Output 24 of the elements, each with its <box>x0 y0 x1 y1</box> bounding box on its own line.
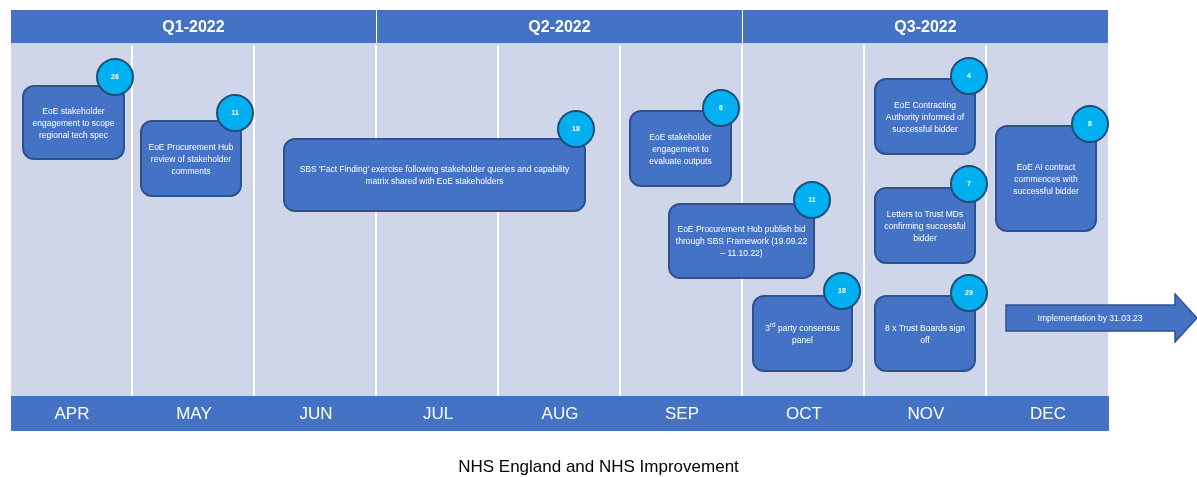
task-box: EoE Contracting Authority informed of successful bidder <box>874 78 976 155</box>
month-header: OCT <box>743 396 865 431</box>
task-box: SBS 'Fact Finding' exercise following stakeholder queries and capability matrix shared with EoE stakeholders <box>283 138 586 212</box>
task-box: 3$^{rd}$ party consensus panel <box>752 295 853 372</box>
quarter-header: Q2-2022 <box>377 10 742 43</box>
task-box: EoE stakeholder engagement to scope regional tech spec <box>22 85 125 160</box>
task-box: 8 x Trust Boards sign off <box>874 295 976 372</box>
month-header: SEP <box>621 396 743 431</box>
quarter-header: Q3-2022 <box>743 10 1108 43</box>
quarter-header: Q1-2022 <box>11 10 376 43</box>
task-box: EoE AI contract commences with successful bidder <box>995 125 1097 232</box>
month-header: DEC <box>987 396 1109 431</box>
month-header: AUG <box>499 396 621 431</box>
block-arrow: Implementation by 31.03.23 <box>1005 293 1197 343</box>
task-box: EoE Procurement Hub publish bid through SBS Framework (19.09.22 – 11.10.22) <box>668 203 815 279</box>
month-header: JUL <box>377 396 499 431</box>
month-header: MAY <box>133 396 255 431</box>
month-header: JUN <box>255 396 377 431</box>
caption: NHS England and NHS Improvement <box>457 456 740 477</box>
month-header: NOV <box>865 396 987 431</box>
month-header: APR <box>11 396 133 431</box>
task-box: Letters to Trust MDs confirming successful bidder <box>874 187 976 264</box>
task-box: EoE stakeholder engagement to evaluate outputs <box>629 110 732 187</box>
task-box: EoE Procurement Hub review of stakeholder comments <box>140 120 242 197</box>
